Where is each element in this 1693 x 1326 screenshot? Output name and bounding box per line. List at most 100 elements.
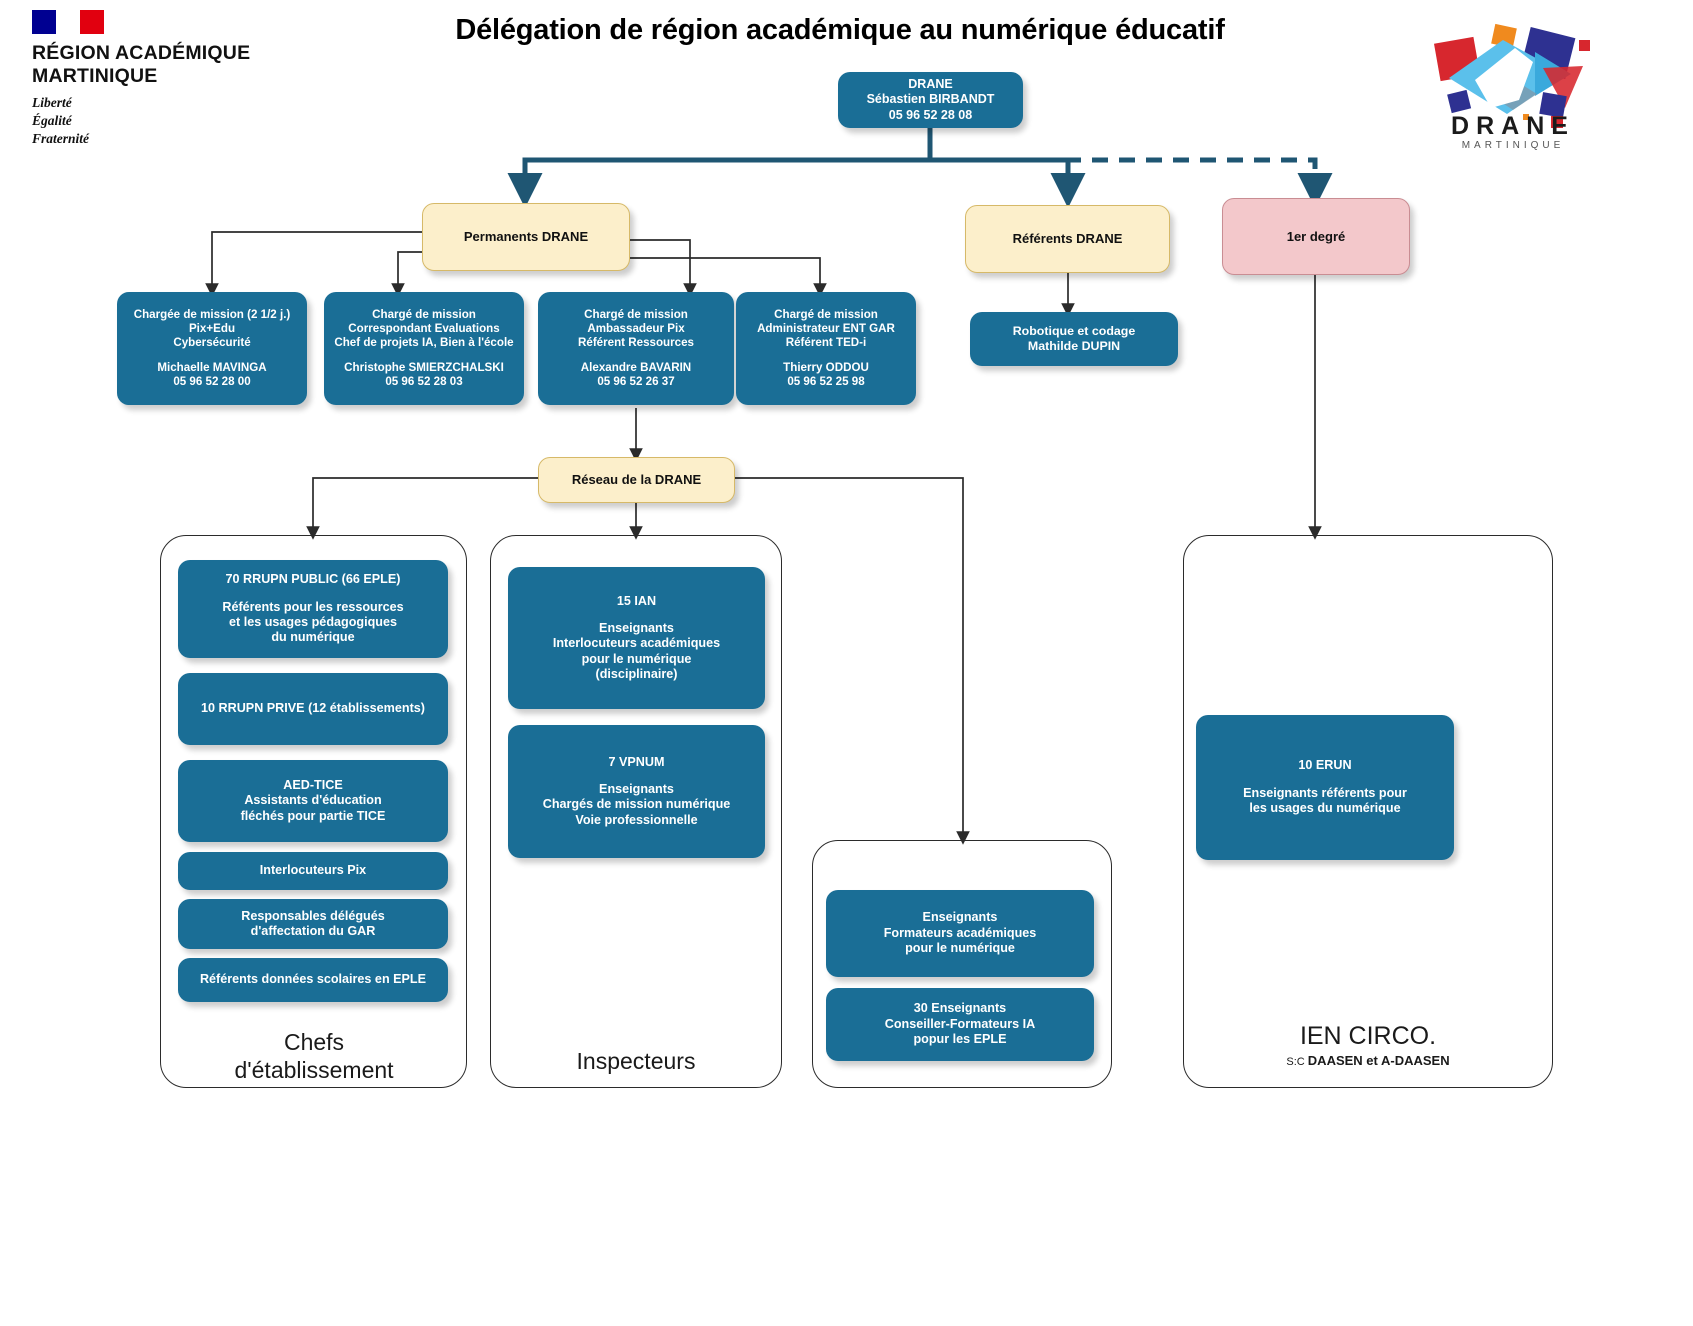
node-drane-root[interactable]: DRANE Sébastien BIRBANDT 05 96 52 28 08	[838, 72, 1023, 128]
marianne-icon: ⚲	[62, 14, 72, 29]
staff-name: Thierry ODDOU	[783, 361, 869, 375]
staff-phone: 05 96 52 28 03	[385, 375, 463, 389]
node-responsables-gar[interactable]: Responsables délégués d'affectation du G…	[178, 899, 448, 949]
item-desc2: fléchés pour partie TICE	[240, 808, 386, 823]
item-desc1: Enseignants référents pour	[1243, 785, 1407, 800]
ien-sub-text: DAASEN et A-DAASEN	[1307, 1053, 1450, 1068]
node-7-vpnum[interactable]: 7 VPNUM Enseignants Chargés de mission n…	[508, 725, 765, 858]
chefs-label-line2: d'établissement	[234, 1057, 394, 1084]
item-desc1: Enseignants	[599, 782, 674, 797]
item-title: 10 ERUN	[1298, 758, 1352, 773]
node-permanents-drane[interactable]: Permanents DRANE	[422, 203, 630, 271]
chefs-label-line1: Chefs	[283, 1029, 345, 1055]
group-ien-circo	[1183, 535, 1553, 1088]
reseau-label: Réseau de la DRANE	[571, 472, 702, 488]
staff-role-line1: Chargé de mission	[584, 307, 688, 321]
node-premier-degre[interactable]: 1er degré	[1222, 198, 1410, 275]
item-line3: pour le numérique	[905, 941, 1015, 956]
motto-fraternite: Fraternité	[32, 130, 90, 146]
item-desc1: Enseignants	[599, 620, 674, 635]
node-formateurs-academiques[interactable]: Enseignants Formateurs académiques pour …	[826, 890, 1094, 977]
permanents-label: Permanents DRANE	[463, 229, 589, 245]
node-staff-oddou[interactable]: Chargé de mission Administrateur ENT GAR…	[736, 292, 916, 405]
node-robotique-codage[interactable]: Robotique et codage Mathilde DUPIN	[970, 312, 1178, 366]
node-conseiller-formateurs-ia[interactable]: 30 Enseignants Conseiller-Formateurs IA …	[826, 988, 1094, 1061]
staff-role-line2: Ambassadeur Pix	[587, 321, 685, 335]
node-staff-bavarin[interactable]: Chargé de mission Ambassadeur Pix Référe…	[538, 292, 734, 405]
node-referents-drane[interactable]: Référents DRANE	[965, 205, 1170, 273]
robotique-name: Mathilde DUPIN	[1027, 339, 1121, 353]
node-referents-donnees-scolaires[interactable]: Référents données scolaires en EPLE	[178, 958, 448, 1002]
motto-egalite: Égalité	[32, 112, 72, 128]
staff-role-line3: Référent TED-i	[785, 335, 867, 349]
ien-label-main: IEN CIRCO.	[1299, 1022, 1437, 1050]
item-desc2: Interlocuteurs académiques	[552, 636, 721, 651]
item-title: Interlocuteurs Pix	[259, 863, 367, 878]
staff-role-line1: Chargée de mission (2 1/2 j.)	[133, 307, 291, 321]
referents-label: Référents DRANE	[1012, 231, 1123, 247]
root-name: Sébastien BIRBANDT	[866, 92, 995, 107]
staff-role-line3: Chef de projets IA, Bien à l'école	[334, 335, 514, 349]
item-title: Référents données scolaires en EPLE	[199, 972, 427, 987]
staff-role-line2: Administrateur ENT GAR	[757, 321, 895, 335]
staff-role-line1: Chargé de mission	[372, 307, 476, 321]
staff-role-line3: Référent Ressources	[578, 335, 694, 349]
republic-motto: Liberté Égalité Fraternité	[32, 94, 232, 147]
node-aed-tice[interactable]: AED-TICE Assistants d'éducation fléchés …	[178, 760, 448, 842]
item-title: 7 VPNUM	[608, 754, 665, 769]
premier-degre-label: 1er degré	[1286, 228, 1346, 244]
staff-name: Christophe SMIERZCHALSKI	[344, 361, 504, 375]
region-academique-name: RÉGION ACADÉMIQUE MARTINIQUE	[32, 42, 251, 87]
node-reseau-drane[interactable]: Réseau de la DRANE	[538, 457, 735, 503]
group-ien-label: IEN CIRCO. S:C DAASEN et A-DAASEN	[1188, 1022, 1548, 1068]
staff-phone: 05 96 52 28 00	[173, 375, 251, 389]
node-rrupn-prive[interactable]: 10 RRUPN PRIVE (12 établissements)	[178, 673, 448, 745]
item-desc1: Assistants d'éducation	[244, 793, 382, 808]
drane-logo-word: DRANE	[1451, 112, 1575, 140]
node-15-ian[interactable]: 15 IAN Enseignants Interlocuteurs académ…	[508, 567, 765, 709]
item-title: Responsables délégués	[241, 908, 385, 923]
node-rrupn-public[interactable]: 70 RRUPN PUBLIC (66 EPLE) Référents pour…	[178, 560, 448, 658]
robotique-role: Robotique et codage	[1012, 323, 1136, 338]
drane-logo-subtitle: MARTINIQUE	[1461, 140, 1565, 151]
item-line2: Formateurs académiques	[883, 925, 1037, 940]
item-desc2: les usages du numérique	[1249, 801, 1401, 816]
node-staff-smierzchalski[interactable]: Chargé de mission Correspondant Evaluati…	[324, 292, 524, 405]
page-title: Délégation de région académique au numér…	[455, 14, 1225, 46]
item-title: 70 RRUPN PUBLIC (66 EPLE)	[225, 572, 401, 587]
item-title: AED-TICE	[283, 777, 343, 792]
item-line1: Enseignants	[922, 910, 998, 925]
item-desc2: et les usages pédagogiques	[229, 614, 397, 629]
item-line3: popur les EPLE	[913, 1032, 1007, 1047]
staff-name: Michaelle MAVINGA	[157, 361, 267, 375]
item-desc1: d'affectation du GAR	[250, 924, 376, 938]
item-desc2: Chargés de mission numérique	[542, 797, 731, 812]
group-chefs-label: Chefs d'établissement	[168, 1028, 460, 1084]
french-flag-icon	[32, 10, 104, 34]
staff-role-line2: Pix+Edu	[188, 321, 236, 335]
item-title: 15 IAN	[616, 593, 657, 608]
drane-logo-mark	[1434, 23, 1590, 128]
root-title: DRANE	[908, 77, 953, 92]
node-staff-mavinga[interactable]: Chargée de mission (2 1/2 j.) Pix+Edu Cy…	[117, 292, 307, 405]
staff-phone: 05 96 52 26 37	[597, 375, 675, 389]
item-title: 10 RRUPN PRIVE (12 établissements)	[201, 701, 425, 716]
group-inspecteurs-label: Inspecteurs	[576, 1048, 696, 1074]
item-desc3: du numérique	[271, 630, 355, 645]
node-interlocuteurs-pix[interactable]: Interlocuteurs Pix	[178, 852, 448, 890]
ien-sub-prefix: S:C	[1286, 1056, 1308, 1068]
staff-role-line2: Correspondant Evaluations	[348, 321, 500, 335]
region-academique-logo: ⚲ RÉGION ACADÉMIQUE MARTINIQUE Liberté É…	[28, 8, 298, 148]
root-phone: 05 96 52 28 08	[888, 107, 973, 122]
item-desc3: pour le numérique	[581, 651, 692, 666]
item-desc3: Voie professionnelle	[575, 812, 698, 827]
item-desc4: (disciplinaire)	[595, 667, 678, 682]
node-10-erun[interactable]: 10 ERUN Enseignants référents pour les u…	[1196, 715, 1454, 860]
staff-phone: 05 96 52 25 98	[787, 375, 865, 389]
item-line2: Conseiller-Formateurs IA	[884, 1016, 1036, 1031]
motto-liberte: Liberté	[32, 95, 72, 110]
staff-role-line1: Chargé de mission	[774, 307, 878, 321]
item-desc1: Référents pour les ressources	[222, 599, 404, 614]
ien-label-sub: S:C DAASEN et A-DAASEN	[1188, 1053, 1548, 1068]
